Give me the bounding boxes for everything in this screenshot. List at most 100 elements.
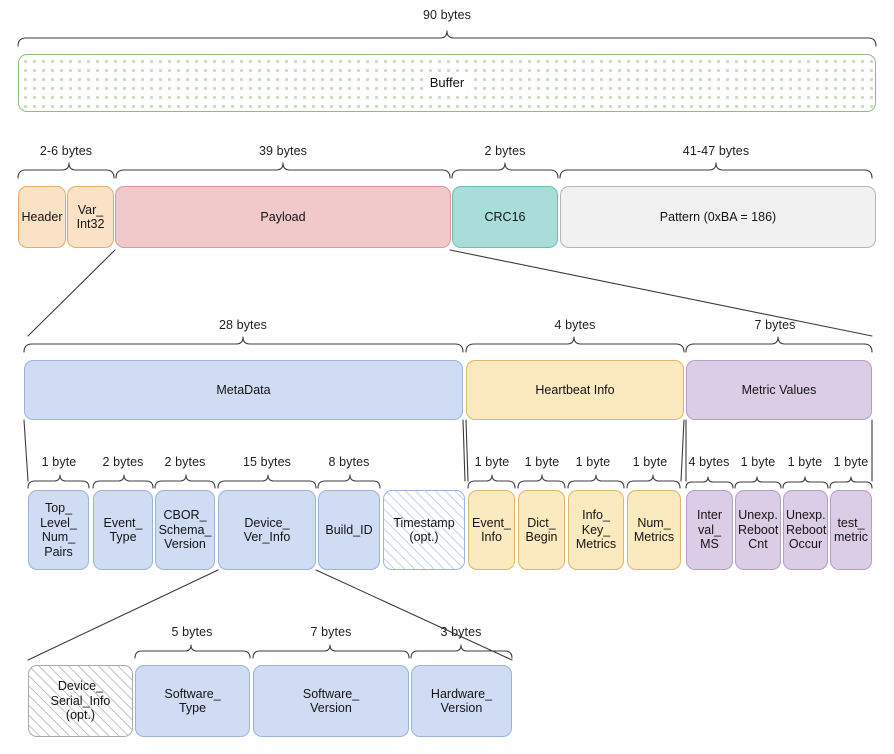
field-label-software-version: Software_ Version — [302, 686, 360, 716]
field-box-software-type[interactable]: Software_ Type — [135, 665, 250, 737]
brace-7-bytes-swver — [252, 644, 410, 659]
byte-label-1-byte-dictbegin: 1 byte — [524, 455, 560, 469]
field-box-header[interactable]: Header — [18, 186, 66, 248]
field-label-event-info: Event_ Info — [472, 515, 511, 545]
brace-1-byte-infokey — [567, 474, 625, 489]
field-box-top-level-num-pairs[interactable]: Top_ Level_ Num_ Pairs — [28, 490, 89, 570]
field-box-info-key-metrics[interactable]: Info_ Key_ Metrics — [568, 490, 624, 570]
field-label-var-int32: Var_ Int32 — [76, 202, 105, 232]
byte-label-4-bytes: 4 bytes — [554, 318, 596, 332]
byte-label-41-47-bytes: 41-47 bytes — [682, 144, 750, 158]
field-box-num-metrics[interactable]: Num_ Metrics — [627, 490, 681, 570]
brace-1-byte-testmetric — [829, 476, 873, 489]
connector-heartbeat-right — [680, 419, 685, 482]
byte-label-2-bytes-cbor: 2 bytes — [164, 455, 206, 469]
field-box-interval-ms[interactable]: Inter val_ MS — [686, 490, 733, 570]
brace-15-bytes — [217, 474, 317, 489]
field-box-var-int32[interactable]: Var_ Int32 — [67, 186, 114, 248]
byte-label-1-byte-testmetric: 1 byte — [833, 455, 869, 469]
field-label-unexp-reboot-occur: Unexp. Reboot Occur — [786, 508, 827, 552]
byte-label-1-byte-rebootcnt: 1 byte — [740, 455, 776, 469]
field-label-device-ver-info: Device_ Ver_Info — [243, 515, 291, 545]
field-box-event-type[interactable]: Event_ Type — [93, 490, 153, 570]
field-label-build-id: Build_ID — [325, 522, 373, 537]
connector-heartbeat-left — [465, 419, 469, 482]
byte-label-28-bytes: 28 bytes — [218, 318, 268, 332]
brace-41-47-bytes — [559, 162, 873, 179]
brace-1-byte-rebootcnt — [734, 476, 782, 489]
field-label-software-type: Software_ Type — [164, 686, 221, 716]
connector-metadata-right — [462, 419, 466, 482]
field-box-event-info[interactable]: Event_ Info — [468, 490, 515, 570]
byte-label-2-bytes-crc: 2 bytes — [484, 144, 526, 158]
field-box-heartbeat-info[interactable]: Heartbeat Info — [466, 360, 684, 420]
brace-2-6-bytes — [17, 162, 115, 179]
byte-label-90-bytes: 90 bytes — [422, 8, 472, 22]
byte-label-1-byte-toplevel: 1 byte — [41, 455, 77, 469]
byte-label-2-bytes-eventtype: 2 bytes — [102, 455, 144, 469]
field-box-dict-begin[interactable]: Dict_ Begin — [518, 490, 565, 570]
byte-label-1-byte-eventinfo: 1 byte — [474, 455, 510, 469]
byte-label-1-byte-nummetrics: 1 byte — [632, 455, 668, 469]
field-box-pattern[interactable]: Pattern (0xBA = 186) — [560, 186, 876, 248]
field-box-buffer[interactable]: Buffer — [18, 54, 876, 112]
brace-2-bytes-cbor — [154, 474, 216, 489]
field-label-payload: Payload — [260, 209, 306, 224]
field-label-timestamp: Timestamp (opt.) — [393, 515, 455, 545]
field-box-test-metric[interactable]: test_ metric — [830, 490, 872, 570]
byte-label-15-bytes: 15 bytes — [242, 455, 292, 469]
byte-label-2-6-bytes: 2-6 bytes — [39, 144, 93, 158]
brace-39-bytes — [115, 162, 451, 179]
field-box-device-ver-info[interactable]: Device_ Ver_Info — [218, 490, 316, 570]
field-label-device-serial-info: Device_ Serial_Info (opt.) — [50, 679, 111, 723]
field-label-heartbeat-info: Heartbeat Info — [535, 382, 615, 397]
field-label-interval-ms: Inter val_ MS — [696, 508, 722, 552]
field-box-crc16[interactable]: CRC16 — [452, 186, 558, 248]
brace-1-byte-toplevel — [27, 474, 90, 489]
byte-label-1-byte-rebootoccur: 1 byte — [787, 455, 823, 469]
connector-deviceverinfo-right — [315, 569, 513, 661]
brace-1-byte-dictbegin — [517, 474, 566, 489]
field-label-hardware-version: Hardware_ Version — [430, 686, 493, 716]
brace-1-byte-rebootoccur — [782, 476, 829, 489]
brace-90-bytes — [17, 30, 877, 47]
field-label-metadata: MetaData — [216, 382, 271, 397]
connector-deviceverinfo-left — [27, 569, 219, 661]
field-box-unexp-reboot-cnt[interactable]: Unexp. Reboot Cnt — [735, 490, 781, 570]
brace-1-byte-nummetrics — [626, 474, 681, 489]
byte-label-7-bytes-swversion: 7 bytes — [310, 625, 352, 639]
field-box-unexp-reboot-occur[interactable]: Unexp. Reboot Occur — [783, 490, 828, 570]
byte-label-39-bytes: 39 bytes — [258, 144, 308, 158]
field-label-buffer: Buffer — [425, 75, 469, 91]
brace-28-bytes — [23, 336, 464, 353]
field-label-dict-begin: Dict_ Begin — [525, 515, 558, 545]
byte-label-1-byte-infokey: 1 byte — [575, 455, 611, 469]
field-box-metric-values[interactable]: Metric Values — [686, 360, 872, 420]
field-label-metric-values: Metric Values — [741, 382, 817, 397]
field-label-pattern: Pattern (0xBA = 186) — [659, 209, 777, 224]
brace-7-bytes — [685, 336, 873, 353]
field-box-hardware-version[interactable]: Hardware_ Version — [411, 665, 512, 737]
byte-label-7-bytes-metric: 7 bytes — [754, 318, 796, 332]
field-box-software-version[interactable]: Software_ Version — [253, 665, 409, 737]
byte-label-5-bytes: 5 bytes — [171, 625, 213, 639]
brace-3-bytes — [410, 644, 513, 659]
field-label-unexp-reboot-cnt: Unexp. Reboot Cnt — [738, 508, 779, 552]
field-box-payload[interactable]: Payload — [115, 186, 451, 248]
field-label-info-key-metrics: Info_ Key_ Metrics — [575, 508, 617, 552]
field-label-top-level-num-pairs: Top_ Level_ Num_ Pairs — [40, 501, 77, 559]
field-box-cbor-schema-version[interactable]: CBOR_ Schema_ Version — [155, 490, 215, 570]
brace-5-bytes — [134, 644, 251, 659]
byte-label-3-bytes: 3 bytes — [440, 625, 482, 639]
brace-4-bytes-interval — [685, 476, 734, 489]
field-box-timestamp[interactable]: Timestamp (opt.) — [383, 490, 465, 570]
field-box-build-id[interactable]: Build_ID — [318, 490, 380, 570]
field-label-event-type: Event_ Type — [103, 515, 143, 545]
field-label-test-metric: test_ metric — [833, 515, 869, 545]
brace-2-bytes-eventtype — [92, 474, 154, 489]
byte-label-4-bytes-interval: 4 bytes — [688, 455, 730, 469]
field-box-metadata[interactable]: MetaData — [24, 360, 463, 420]
field-box-device-serial-info[interactable]: Device_ Serial_Info (opt.) — [28, 665, 133, 737]
brace-4-bytes — [465, 336, 685, 353]
